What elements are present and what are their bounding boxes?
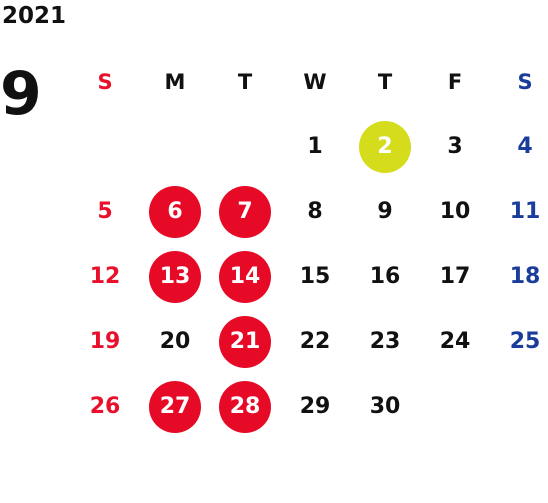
marked-day-circle: 13 [149, 250, 201, 303]
weekday-header-sun: S [97, 69, 113, 94]
day-cell-marked[interactable]: 28 [210, 374, 280, 439]
day-cell-marked[interactable]: 13 [140, 244, 210, 309]
day-cell[interactable]: 11 [509, 199, 541, 224]
calendar-grid: S M T W T F S 1 2 3 4 5 6 7 8 9 10 11 12… [70, 49, 548, 439]
day-cell-marked[interactable]: 27 [140, 374, 210, 439]
day-cell[interactable]: 24 [439, 329, 471, 354]
day-cell[interactable]: 12 [89, 264, 121, 289]
weekday-header-mon: M [164, 69, 186, 94]
day-cell[interactable]: 16 [369, 264, 401, 289]
day-cell[interactable]: 17 [439, 264, 471, 289]
marked-day-circle: 21 [219, 315, 271, 368]
month-number: 9 [0, 59, 42, 129]
day-cell-today[interactable]: 2 [350, 114, 420, 179]
day-cell[interactable]: 4 [517, 134, 533, 159]
weekday-header-wed: W [303, 69, 327, 94]
day-cell [140, 114, 210, 179]
weekday-header-fri: F [447, 69, 463, 94]
day-cell-marked[interactable]: 6 [140, 179, 210, 244]
day-cell[interactable]: 8 [307, 199, 323, 224]
day-cell [210, 114, 280, 179]
day-cell [70, 114, 140, 179]
day-cell[interactable]: 18 [509, 264, 541, 289]
day-cell[interactable]: 25 [509, 329, 541, 354]
day-cell[interactable]: 15 [299, 264, 331, 289]
year-label: 2021 [2, 3, 67, 29]
day-cell-marked[interactable]: 21 [210, 309, 280, 374]
day-cell [490, 374, 548, 439]
day-cell[interactable]: 26 [89, 394, 121, 419]
marked-day-circle: 14 [219, 250, 271, 303]
marked-day-circle: 27 [149, 380, 201, 433]
day-cell[interactable]: 9 [377, 199, 393, 224]
weekday-header-sat: S [517, 69, 533, 94]
day-cell[interactable]: 5 [97, 199, 113, 224]
day-cell[interactable]: 3 [447, 134, 463, 159]
day-cell[interactable]: 22 [299, 329, 331, 354]
day-cell [420, 374, 490, 439]
day-cell-marked[interactable]: 14 [210, 244, 280, 309]
today-circle: 2 [359, 120, 411, 173]
marked-day-circle: 28 [219, 380, 271, 433]
day-cell[interactable]: 20 [159, 329, 191, 354]
day-cell-marked[interactable]: 7 [210, 179, 280, 244]
marked-day-circle: 6 [149, 185, 201, 238]
day-cell[interactable]: 19 [89, 329, 121, 354]
day-cell[interactable]: 1 [307, 134, 323, 159]
day-cell[interactable]: 23 [369, 329, 401, 354]
day-cell[interactable]: 10 [439, 199, 471, 224]
weekday-header-thu: T [377, 69, 393, 94]
marked-day-circle: 7 [219, 185, 271, 238]
weekday-header-tue: T [237, 69, 253, 94]
day-cell[interactable]: 29 [299, 394, 331, 419]
day-cell[interactable]: 30 [369, 394, 401, 419]
